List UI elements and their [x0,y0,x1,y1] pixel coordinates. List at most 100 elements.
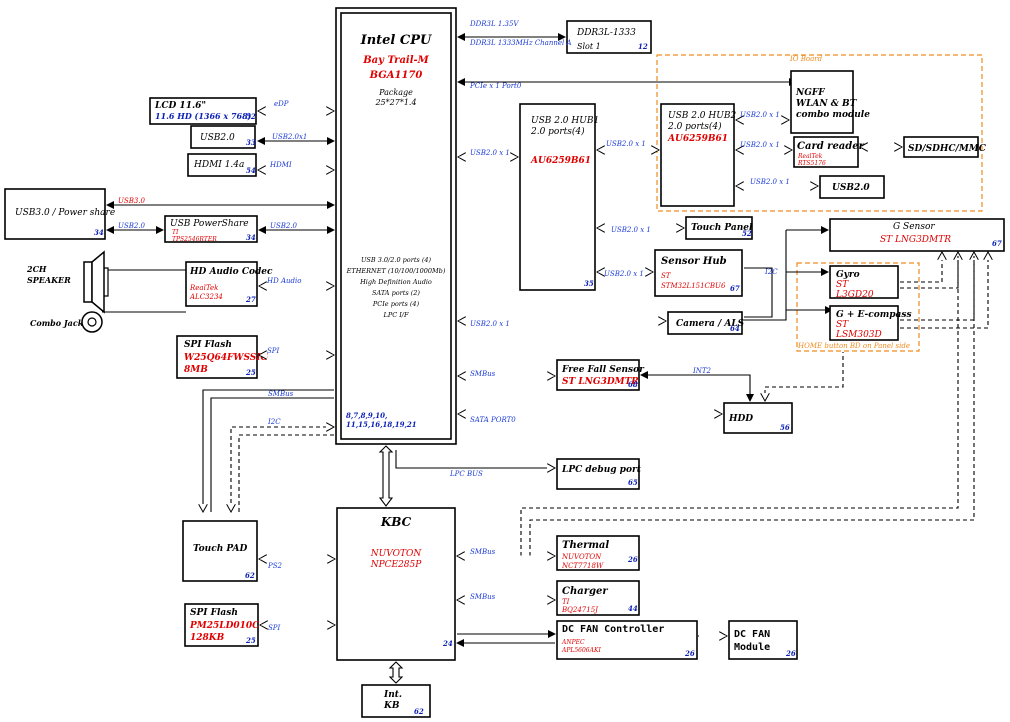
pcie-bus: PCIe x 1 Port0 [469,82,522,90]
cpu-feature-item: ETHERNET (10/100/1000Mb) [346,267,446,275]
gsensor-page: 67 [992,239,1002,248]
gyro-part: L3GD20 [835,290,874,300]
ngff-block: NGFF WLAN & BT combo module [790,70,870,134]
usb20-left-title: USB2.0 [200,133,235,143]
ddr-bus1: DDR3L 1.35V [469,20,519,28]
freefall-title: Free Fall Sensor [561,365,645,375]
cpu-freefall-bus: SMBus [470,370,496,378]
io-board-frame [656,54,983,212]
lpc-bus: LPC BUS [449,470,483,478]
charger-page: 44 [628,604,638,613]
sensor-frame [796,262,920,352]
speaker-icon [83,250,109,314]
cpu-block: Intel CPU Bay Trail-M BGA1170 Package 25… [335,7,457,445]
sensorhub-i2c [744,267,773,318]
card-title: Card reader [797,141,865,152]
kbc-sensor-dash-1 [520,256,959,556]
dcfan-title-1: DC FAN [734,629,770,640]
hdd-sensor-dashed [765,352,844,401]
ddr-bus2: DDR3L 1333MHz Channel A [469,39,572,47]
dcfanctl-part: APL5606AKI [561,647,601,654]
hub2-ports: 2.0 ports(4) [667,121,722,132]
kbc-vendor: NUVOTON [370,549,423,559]
usb30-title: USB3.0 / Power share [15,208,115,218]
lcd-page: 52 [246,112,256,121]
dcfan-page: 26 [785,649,796,658]
spi1-bus: SPI [267,347,280,355]
cpu-page-a: 8,7,8,9,10, [346,411,387,420]
hub2-ngff-bus: USB2.0 x 1 [740,111,780,119]
card-vendor: RealTek [797,153,823,160]
spi2-bus: SPI [268,624,281,632]
sensorhub-vendor: ST [661,272,672,280]
cpu-pkg: BGA1170 [369,70,423,81]
charger-part: BQ24715J [561,606,599,614]
sd-block: SD/SDHC/MMC [903,136,987,158]
sensorhub-block: Sensor Hub ST STM32L151CBU6 67 [654,249,743,297]
hub1-touchpanel-bus: USB2.0 x 1 [611,226,651,234]
intkb-title-2: KB [383,701,400,711]
compass-part: LSM303D [835,330,882,340]
freefall-page: 68 [628,380,638,389]
lpc-page: 65 [628,478,638,487]
io-board-label: IO Board [789,55,823,63]
hub2-part: AU6259B61 [667,134,728,144]
hub1-hub2-bus: USB2.0 x 1 [606,140,646,148]
compass-int-b [900,252,988,329]
ps2-bus: PS2 [267,562,283,570]
spi2-page: 25 [245,636,256,645]
i2c-left-label: I2C [267,418,281,426]
gyro-title: Gyro [836,270,860,280]
intkb-page: 62 [414,707,424,716]
hdmi-block: HDMI 1.4a 54 [187,153,257,177]
cpu-feature-item: High Definition Audio [359,278,432,286]
kbc-part: NPCE285P [370,560,423,570]
cpu-feature-item: USB 3.0/2.0 ports (4) [361,256,432,264]
i2c-tp-link-b [238,434,334,512]
spi1-size: 8MB [184,365,208,375]
kbc-page: 24 [442,639,453,648]
ddr-block: DDR3L-1333 Slot 1 12 [566,20,652,54]
thermal-part: NCT7718W [561,562,604,570]
hdmi-bus: HDMI [269,161,292,169]
camera-title: Camera / ALS [676,319,745,329]
spi2-part: PM25LD010C [189,621,260,631]
spi1-block: SPI Flash W25Q64FWSSIG 8MB 25 [176,335,269,379]
hdd-block: HDD 56 [723,402,793,434]
usb20-io-block: USB2.0 [819,175,885,199]
usb30-bus: USB3.0 [118,197,146,205]
dcfanctl-page: 26 [684,649,695,658]
thermal-vendor: NUVOTON [561,553,602,561]
cpu-feature-item: LPC I/F [383,311,409,319]
hub1-sensorhub-bus: USB2.0 x 1 [604,270,644,278]
spi2-size: 128KB [190,633,225,643]
card-part: RTS5176 [797,160,826,167]
touchpad-title: Touch PAD [193,544,247,554]
spi2-block: SPI Flash PM25LD010C 128KB 25 [184,603,260,647]
sd-title: SD/SDHC/MMC [908,144,987,154]
smbus-tp-link [203,389,334,512]
compass-block: G + E-compass ST LSM303D [829,305,912,341]
audio-vendor: RealTek [189,284,218,292]
gsensor-title: G Sensor [893,222,935,232]
lcd-block: LCD 11.6" 11.6 HD (1366 x 768) 52 [149,97,257,125]
audio-title: HD Audio Codec [189,267,273,277]
thermal-page: 26 [627,555,638,564]
compass-note: HOME button BD on Panel side [797,342,910,350]
usb20-left-page: 33 [246,138,256,147]
hdd-page: 56 [780,423,790,432]
sensorhub-title: Sensor Hub [661,256,727,267]
sensorhub-i2c-v [744,230,787,321]
ngff-line3: combo module [796,110,870,120]
kbc-charger-bus: SMBus [470,593,496,601]
intkb-title-1: Int. [383,690,402,700]
gyro-int [900,252,942,283]
hub2-card-bus: USB2.0 x 1 [740,141,780,149]
usb20-io-title: USB2.0 [832,183,870,193]
smbus-tp-link-b [210,397,334,512]
usb30-ps-bus: USB2.0 [118,222,146,230]
cpu-title: Intel CPU [360,33,432,48]
ddr-slot: Slot 1 [577,42,601,51]
cpu-feature-item: PCIe ports (4) [372,300,420,308]
